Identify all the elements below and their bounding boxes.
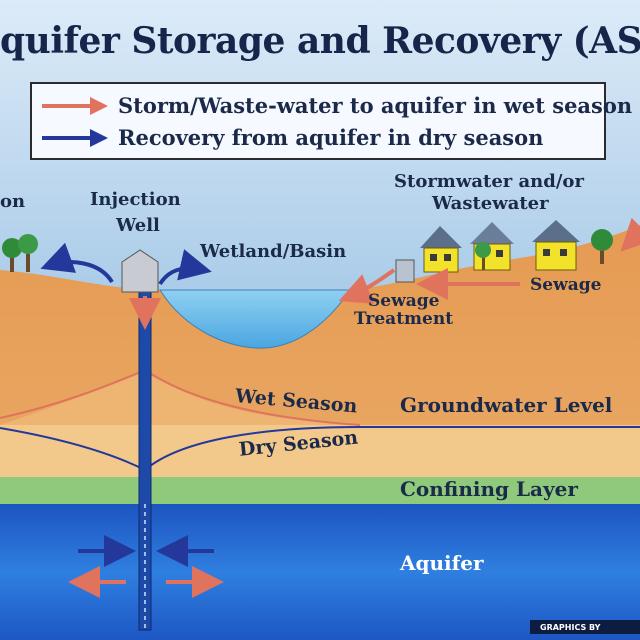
legend-label-dry: Recovery from aquifer in dry season [118,125,544,150]
aquifer-flow-arrows [68,535,224,598]
stormwater-arrow [620,217,640,252]
label-wetland-basin: Wetland/Basin [200,241,347,262]
red-arrow-icon [42,97,108,115]
label-wastewater: Wastewater [432,193,549,214]
trees-left [2,234,38,272]
legend: Storm/Waste-water to aquifer in wet seas… [30,82,632,160]
graphics-credit: GRAPHICS BY [540,623,601,632]
label-sewage: Sewage [530,275,602,295]
label-aquifer: Aquifer [400,551,484,575]
label-sewage-treatment-2: Treatment [354,309,454,329]
blue-arrow-icon [42,129,108,147]
label-left-cut: on [0,191,26,212]
well-house [121,249,159,293]
wetland-basin [159,289,351,349]
label-confining-layer: Confining Layer [400,477,578,501]
confining-layer [0,477,640,504]
well-left-blue-arrow [40,242,114,284]
label-injection: Injection [90,189,181,210]
wet-season-rise-zone [0,372,360,425]
label-sewage-treatment-1: Sewage [368,291,440,311]
well-right-blue-arrow [158,249,212,286]
label-groundwater-level: Groundwater Level [400,393,613,417]
credit-band [530,620,640,634]
aquifer-layer [0,504,640,640]
label-well: Well [116,215,160,236]
sewage-treatment-plant [395,259,415,283]
label-stormwater: Stormwater and/or [394,171,584,192]
houses [420,220,613,273]
legend-label-wet: Storm/Waste-water to aquifer in wet seas… [118,93,633,118]
saturated-zone [0,425,640,477]
treatment-to-basin-arrow [338,268,396,304]
page-title: quifer Storage and Recovery (ASR [0,20,640,62]
dry-season-line [0,426,640,472]
